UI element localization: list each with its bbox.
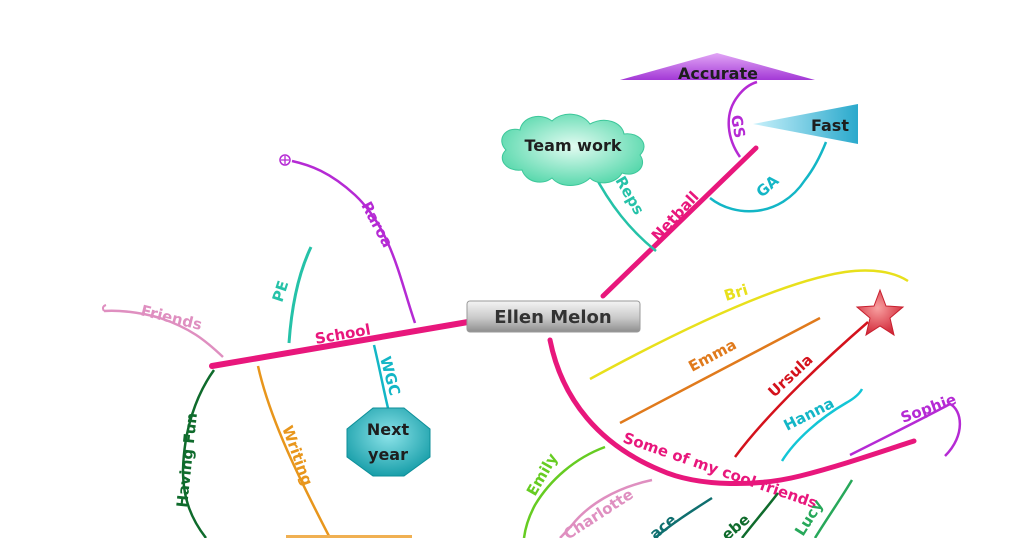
raroa-expand-icon-plus xyxy=(281,156,289,164)
next-year-line-2: year xyxy=(368,445,408,464)
next-year-octagon[interactable] xyxy=(346,407,431,477)
fast-label: Fast xyxy=(811,116,849,135)
bri-label[interactable]: Bri xyxy=(722,281,750,305)
phoebe-label-partial[interactable]: ebe xyxy=(718,510,753,538)
netball-label[interactable]: Netball xyxy=(648,188,703,245)
next-year-line-1: Next xyxy=(367,420,410,439)
school-branch-line xyxy=(209,319,471,369)
sophie-line xyxy=(849,402,962,457)
ga-line xyxy=(709,141,828,213)
grace-label-partial[interactable]: ace xyxy=(646,511,680,538)
raroa-line xyxy=(291,159,417,324)
emily-label[interactable]: Emily xyxy=(523,450,562,499)
pe-branch[interactable]: PE xyxy=(269,246,313,344)
cool-friends-branch-line xyxy=(547,337,917,487)
emma-label[interactable]: Emma xyxy=(685,335,739,375)
school-friends-branch[interactable]: Friends xyxy=(101,301,224,358)
gs-line xyxy=(727,80,758,158)
writing-line xyxy=(256,365,332,538)
friend-grace[interactable]: ace xyxy=(646,496,713,538)
having-fun-label[interactable]: Having Fun xyxy=(173,412,201,508)
pe-line xyxy=(287,246,313,344)
central-topic-label: Ellen Melon xyxy=(494,307,611,328)
raroa-label[interactable]: Raroa xyxy=(357,198,396,250)
grace-line xyxy=(654,496,713,538)
gs-label[interactable]: GS xyxy=(727,114,749,140)
gs-branch[interactable]: GS Accurate xyxy=(620,53,815,158)
pe-label[interactable]: PE xyxy=(269,278,293,304)
accurate-label: Accurate xyxy=(678,64,758,83)
school-branch[interactable]: School xyxy=(209,319,471,369)
star-icon[interactable] xyxy=(855,288,905,337)
school-friends-label[interactable]: Friends xyxy=(139,301,204,334)
cool-friends-label[interactable]: Some of my cool friends xyxy=(621,429,820,513)
hanna-line xyxy=(780,388,864,462)
writing-child-node-partial[interactable] xyxy=(286,535,412,538)
reps-branch[interactable]: Reps Team work xyxy=(501,113,657,252)
team-work-label: Team work xyxy=(525,136,622,155)
emily-line xyxy=(522,445,606,538)
bri-line xyxy=(589,269,909,381)
ga-label[interactable]: GA xyxy=(753,171,783,201)
charlotte-line xyxy=(559,478,653,538)
school-friends-line xyxy=(103,309,224,358)
writing-label[interactable]: Writing xyxy=(278,423,316,488)
lucy-line xyxy=(813,479,854,538)
team-work-cloud[interactable] xyxy=(501,113,645,186)
fast-triangle[interactable] xyxy=(753,104,858,144)
friend-phoebe[interactable]: ebe xyxy=(718,492,779,538)
wgc-line xyxy=(372,344,390,409)
friend-charlotte[interactable]: Charlotte xyxy=(559,478,653,538)
charlotte-label[interactable]: Charlotte xyxy=(560,485,636,538)
netball-branch-line xyxy=(600,145,759,299)
central-topic[interactable]: Ellen Melon xyxy=(466,300,641,333)
raroa-branch[interactable]: Raroa xyxy=(279,154,417,324)
friend-hanna[interactable]: Hanna xyxy=(780,388,864,462)
having-fun-line xyxy=(181,369,216,538)
friend-ursula[interactable]: Ursula xyxy=(733,288,905,458)
phoebe-line xyxy=(741,492,779,538)
having-fun-branch[interactable]: Having Fun xyxy=(173,369,216,538)
sophie-label[interactable]: Sophie xyxy=(898,390,959,427)
emma-line xyxy=(619,316,821,425)
ursula-line xyxy=(733,321,869,458)
cool-friends-branch[interactable]: Some of my cool friends xyxy=(547,337,917,513)
accurate-triangle[interactable] xyxy=(620,53,815,80)
wgc-branch[interactable]: WGC Next year xyxy=(346,344,431,477)
central-topic-box[interactable] xyxy=(466,300,641,333)
